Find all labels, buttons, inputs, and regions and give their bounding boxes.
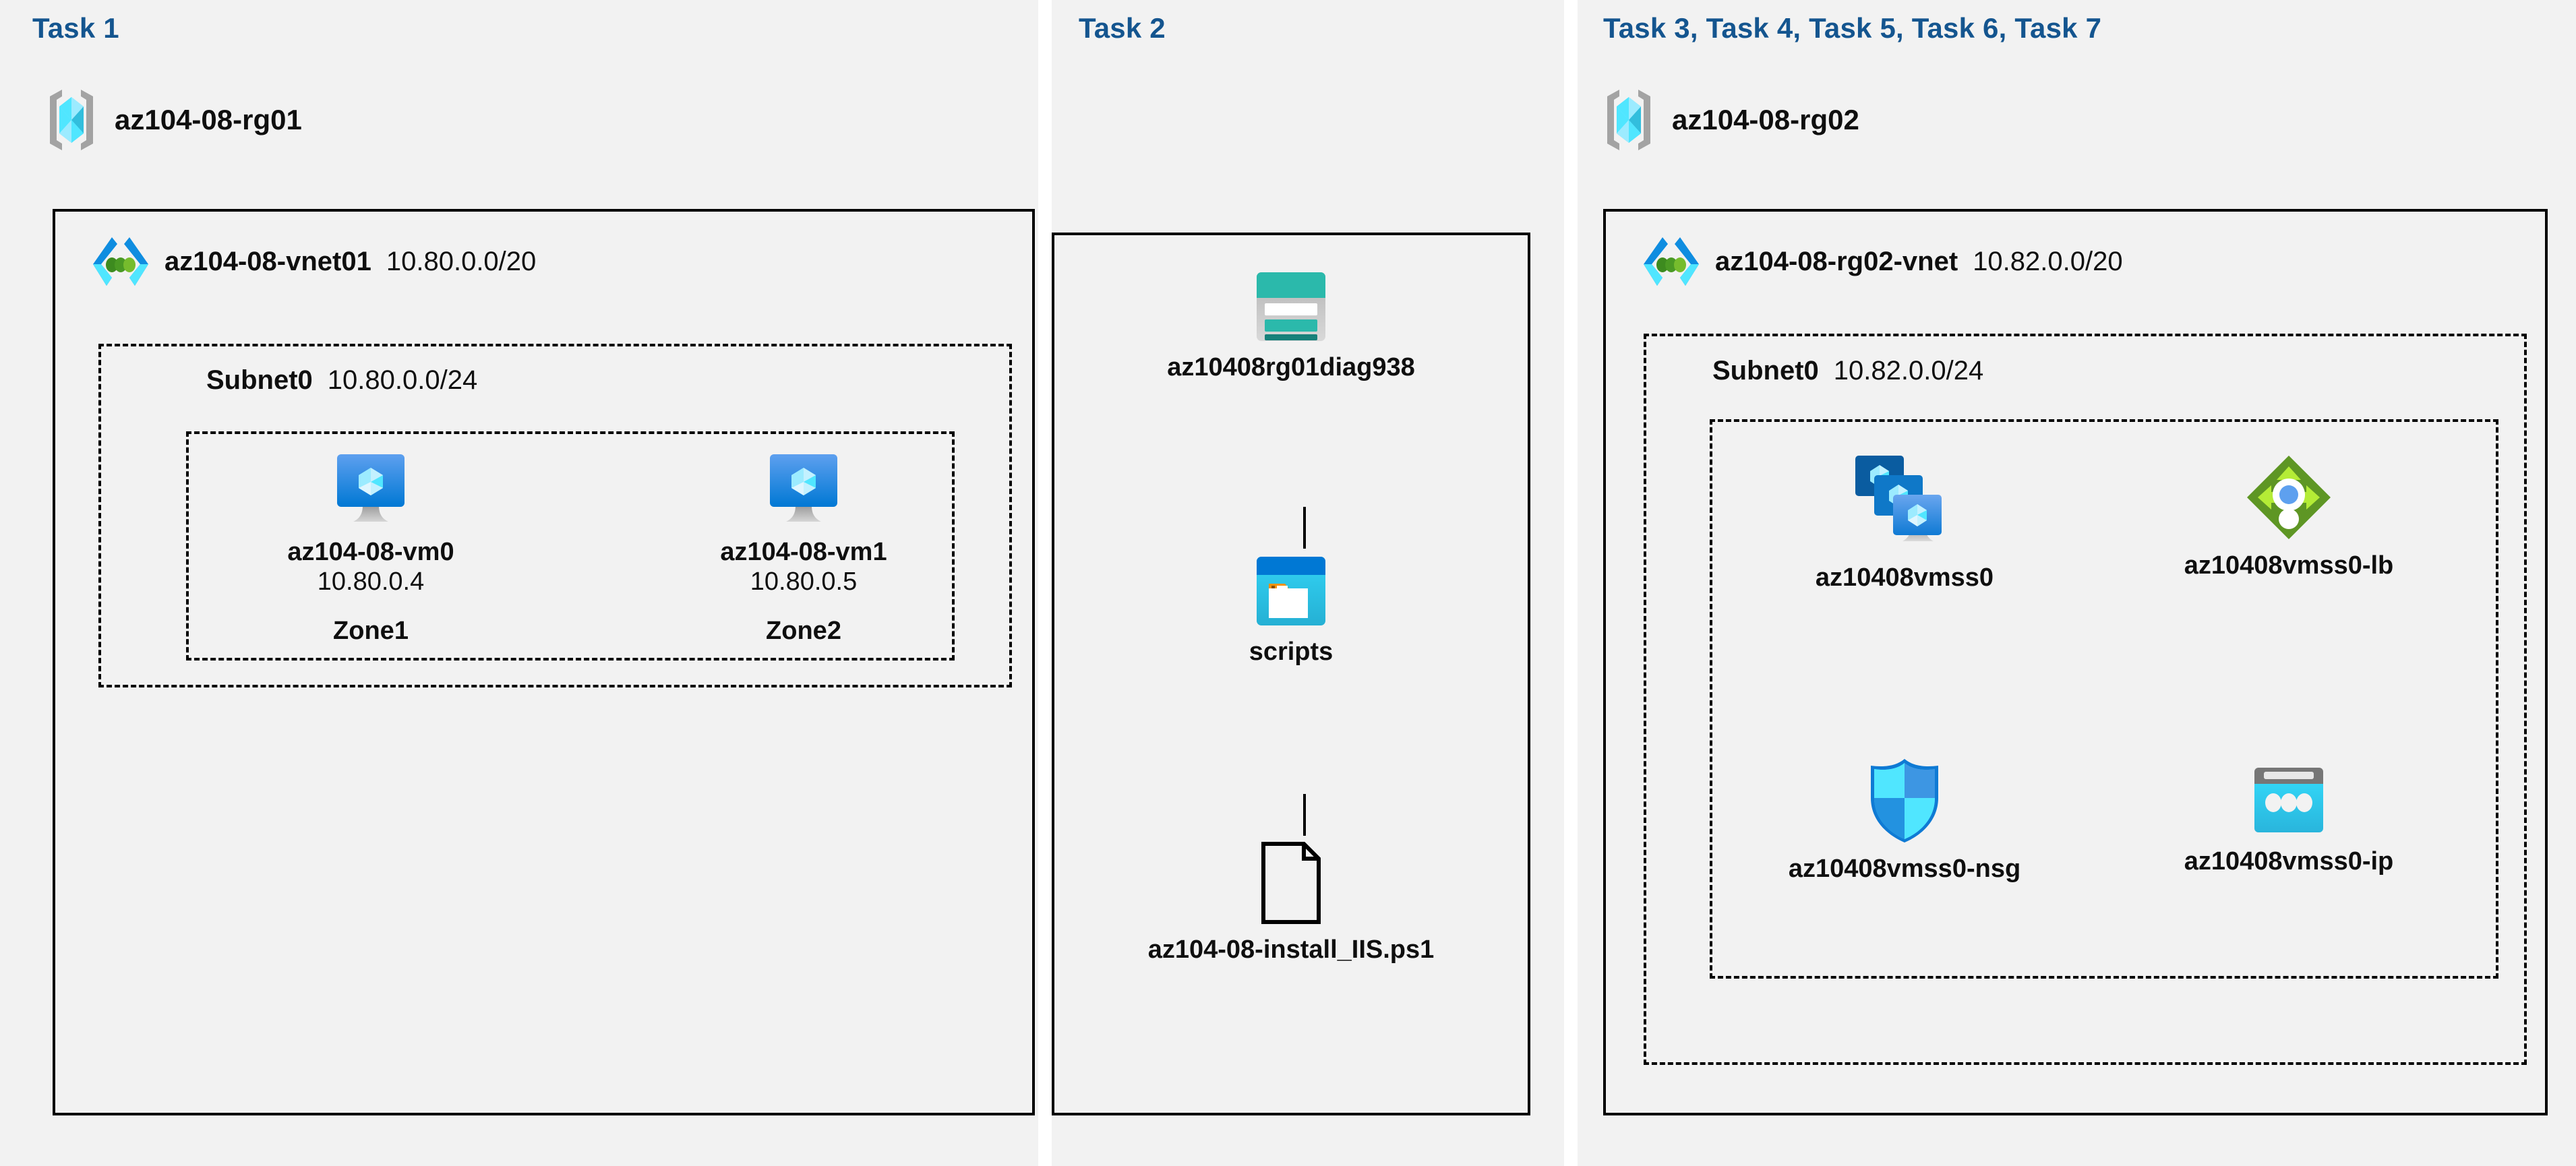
vnet01-boundary <box>53 209 1035 1115</box>
script-file-node[interactable]: az104-08-install_IIS.ps1 <box>1079 840 1503 964</box>
vm-scale-set-node[interactable]: az10408vmss0 <box>1760 453 2049 592</box>
storage-account-node[interactable]: az10408rg01diag938 <box>1099 270 1483 382</box>
virtual-machine-icon <box>765 453 843 528</box>
resource-group-icon <box>1603 88 1654 152</box>
resource-group-label: az104-08-rg02 <box>1672 104 1859 135</box>
availability-zones-boundary <box>186 431 955 661</box>
vm-scale-set-label: az10408vmss0 <box>1815 563 1994 592</box>
network-security-group-icon <box>1865 756 1944 845</box>
task2-boundary <box>1052 233 1530 1115</box>
virtual-machine-icon <box>332 453 410 528</box>
vm-node-az104-08-vm0[interactable]: az104-08-vm0 10.80.0.4 Zone1 <box>263 453 479 646</box>
load-balancer-icon <box>2244 453 2333 542</box>
connector-container-to-file <box>1303 794 1306 836</box>
subnet02-boundary <box>1644 334 2527 1065</box>
subnet01-header: Subnet0 10.80.0.0/24 <box>206 365 477 396</box>
network-security-group-node[interactable]: az10408vmss0-nsg <box>1760 756 2049 884</box>
subnet01-cidr: 10.80.0.0/24 <box>327 365 478 395</box>
virtual-network-icon <box>1642 235 1700 288</box>
subnet02-header: Subnet0 10.82.0.0/24 <box>1712 356 1983 386</box>
resource-group-rg01: az104-08-rg01 <box>46 88 302 152</box>
vm-scale-set-icon <box>1854 453 1955 554</box>
resource-group-rg02: az104-08-rg02 <box>1603 88 1859 152</box>
load-balancer-label: az10408vmss0-lb <box>2184 551 2394 580</box>
task1-title: Task 1 <box>32 12 119 44</box>
vnet01-header: az104-08-vnet01 10.80.0.0/20 <box>92 235 536 288</box>
script-file-label: az104-08-install_IIS.ps1 <box>1147 935 1435 964</box>
vnet02-boundary <box>1603 209 2548 1115</box>
document-icon <box>1249 840 1334 926</box>
vm-zone: Zone2 <box>766 617 841 646</box>
vnet02-name: az104-08-rg02-vnet <box>1715 246 1958 276</box>
vm-node-az104-08-vm1[interactable]: az104-08-vm1 10.80.0.5 Zone2 <box>696 453 911 646</box>
blob-container-icon <box>1254 554 1328 628</box>
blob-container-label: scripts <box>1249 638 1334 666</box>
subnet01-boundary <box>98 344 1012 687</box>
task3-title: Task 3, Task 4, Task 5, Task 6, Task 7 <box>1603 12 2102 44</box>
vm-ip: 10.80.0.4 <box>317 567 425 596</box>
virtual-network-icon <box>92 235 150 288</box>
public-ip-address-icon <box>2249 765 2329 838</box>
vnet01-cidr: 10.80.0.0/20 <box>386 246 537 276</box>
vmss-resources-boundary <box>1710 419 2498 979</box>
vnet02-header: az104-08-rg02-vnet 10.82.0.0/20 <box>1642 235 2123 288</box>
storage-account-icon <box>1254 270 1328 344</box>
subnet02-name: Subnet0 <box>1712 356 1819 386</box>
vm-ip: 10.80.0.5 <box>750 567 858 596</box>
vm-name: az104-08-vm0 <box>287 538 454 566</box>
subnet01-name: Subnet0 <box>206 365 313 395</box>
subnet02-cidr: 10.82.0.0/24 <box>1833 356 1984 386</box>
blob-container-node[interactable]: scripts <box>1099 554 1483 667</box>
task2-title: Task 2 <box>1079 12 1166 44</box>
vnet01-name: az104-08-vnet01 <box>164 246 371 276</box>
vnet02-cidr: 10.82.0.0/20 <box>1973 246 2123 276</box>
connector-storage-to-container <box>1303 507 1306 549</box>
public-ip-address-node[interactable]: az10408vmss0-ip <box>2144 765 2434 876</box>
storage-account-label: az10408rg01diag938 <box>1167 353 1415 381</box>
resource-group-label: az104-08-rg01 <box>115 104 302 135</box>
resource-group-icon <box>46 88 97 152</box>
load-balancer-node[interactable]: az10408vmss0-lb <box>2144 453 2434 580</box>
network-security-group-label: az10408vmss0-nsg <box>1788 855 2021 883</box>
public-ip-address-label: az10408vmss0-ip <box>2184 847 2394 876</box>
vm-name: az104-08-vm1 <box>720 538 887 566</box>
vm-zone: Zone1 <box>333 617 409 646</box>
